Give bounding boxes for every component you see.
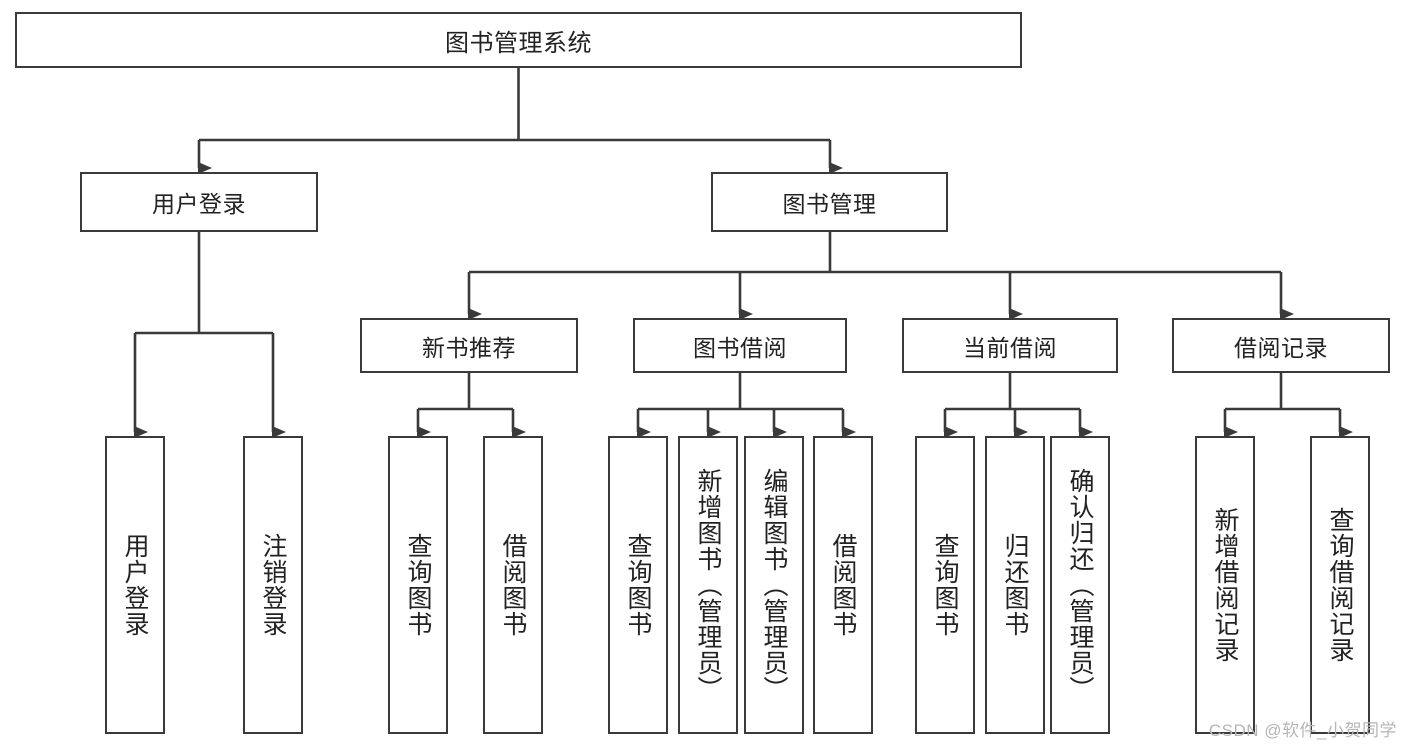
node-label: 编辑图书（管理员） [760, 468, 788, 702]
node-current-borrow[interactable]: 当前借阅 [902, 318, 1118, 373]
leaf-query-book-recommend[interactable]: 查询图书 [388, 436, 448, 734]
node-label: 归还图书 [1001, 533, 1029, 637]
node-label: 用户登录 [152, 191, 246, 217]
leaf-add-borrow-record[interactable]: 新增借阅记录 [1195, 436, 1255, 734]
node-label: 图书管理系统 [445, 29, 592, 57]
node-label: 查询图书 [931, 533, 959, 637]
node-label: 查询借阅记录 [1326, 507, 1354, 663]
node-root-system[interactable]: 图书管理系统 [15, 12, 1022, 68]
leaf-return-book[interactable]: 归还图书 [985, 436, 1045, 734]
node-label: 图书管理 [782, 191, 877, 217]
leaf-query-book-current[interactable]: 查询图书 [915, 436, 975, 734]
leaf-borrow-book-recommend[interactable]: 借阅图书 [483, 436, 543, 734]
leaf-user-login[interactable]: 用户登录 [105, 436, 165, 734]
node-label: 查询图书 [404, 533, 432, 637]
node-label: 借阅图书 [499, 533, 527, 637]
leaf-query-borrow-record[interactable]: 查询借阅记录 [1310, 436, 1370, 734]
node-label: 借阅记录 [1234, 334, 1328, 361]
leaf-query-book-borrow[interactable]: 查询图书 [608, 436, 668, 734]
leaf-add-book-admin[interactable]: 新增图书（管理员） [678, 436, 738, 734]
leaf-borrow-book[interactable]: 借阅图书 [813, 436, 873, 734]
leaf-confirm-return-admin[interactable]: 确认归还（管理员） [1050, 436, 1110, 734]
node-label: 确认归还（管理员） [1066, 468, 1094, 702]
node-label: 新书推荐 [422, 334, 516, 361]
node-label: 借阅图书 [829, 533, 857, 637]
node-label: 新增借阅记录 [1211, 507, 1239, 663]
watermark: CSDN @软件_小贺同学 [1208, 721, 1397, 740]
node-label: 注销登录 [259, 533, 287, 637]
node-label: 当前借阅 [963, 334, 1057, 361]
leaf-logout[interactable]: 注销登录 [243, 436, 303, 734]
node-new-book-recommend[interactable]: 新书推荐 [360, 318, 578, 373]
node-label: 用户登录 [121, 533, 149, 637]
node-borrow-record[interactable]: 借阅记录 [1172, 318, 1390, 373]
node-label: 图书借阅 [693, 334, 787, 361]
node-label: 查询图书 [624, 533, 652, 637]
leaf-edit-book-admin[interactable]: 编辑图书（管理员） [744, 436, 804, 734]
node-user-login[interactable]: 用户登录 [80, 172, 318, 232]
node-book-borrow[interactable]: 图书借阅 [633, 318, 847, 373]
node-book-manage[interactable]: 图书管理 [711, 172, 948, 232]
node-label: 新增图书（管理员） [694, 468, 722, 702]
